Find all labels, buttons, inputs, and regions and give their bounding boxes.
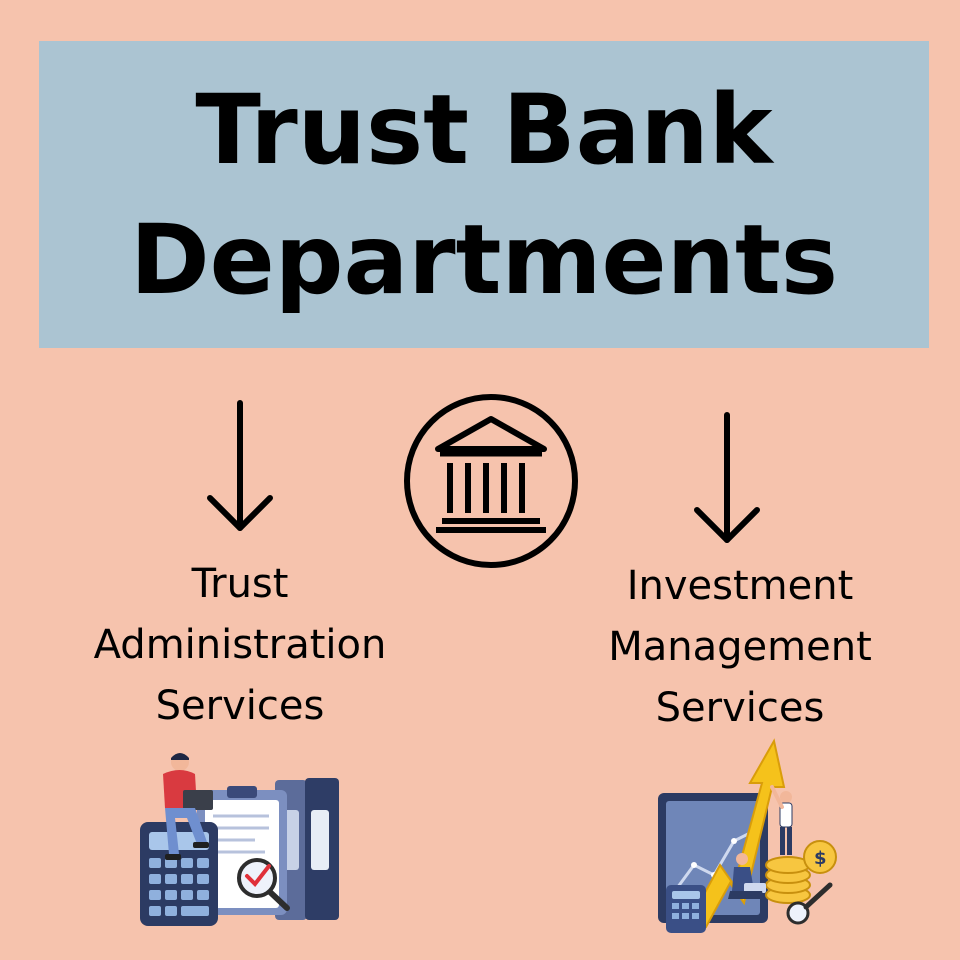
left-label-line-2: Administration [93, 622, 387, 668]
svg-text:$: $ [814, 848, 827, 869]
left-branch-label: Trust Administration Services [70, 554, 410, 737]
bank-building-icon [404, 394, 578, 568]
left-arrow-down-icon [207, 400, 273, 531]
title-banner: Trust Bank Departments [39, 41, 929, 348]
title-line-2: Departments [129, 203, 839, 316]
investment-growth-illustration: $ [658, 738, 837, 933]
title-line-1: Trust Bank [195, 73, 773, 186]
right-label-line-2: Management [608, 624, 872, 670]
right-label-line-3: Services [655, 685, 825, 731]
right-branch-label: Investment Management Services [580, 556, 900, 739]
left-label-line-3: Services [155, 683, 325, 729]
right-label-line-1: Investment [626, 563, 854, 609]
right-arrow-down-icon [694, 412, 760, 543]
trust-administration-illustration [140, 753, 339, 926]
left-label-line-1: Trust [191, 561, 289, 607]
